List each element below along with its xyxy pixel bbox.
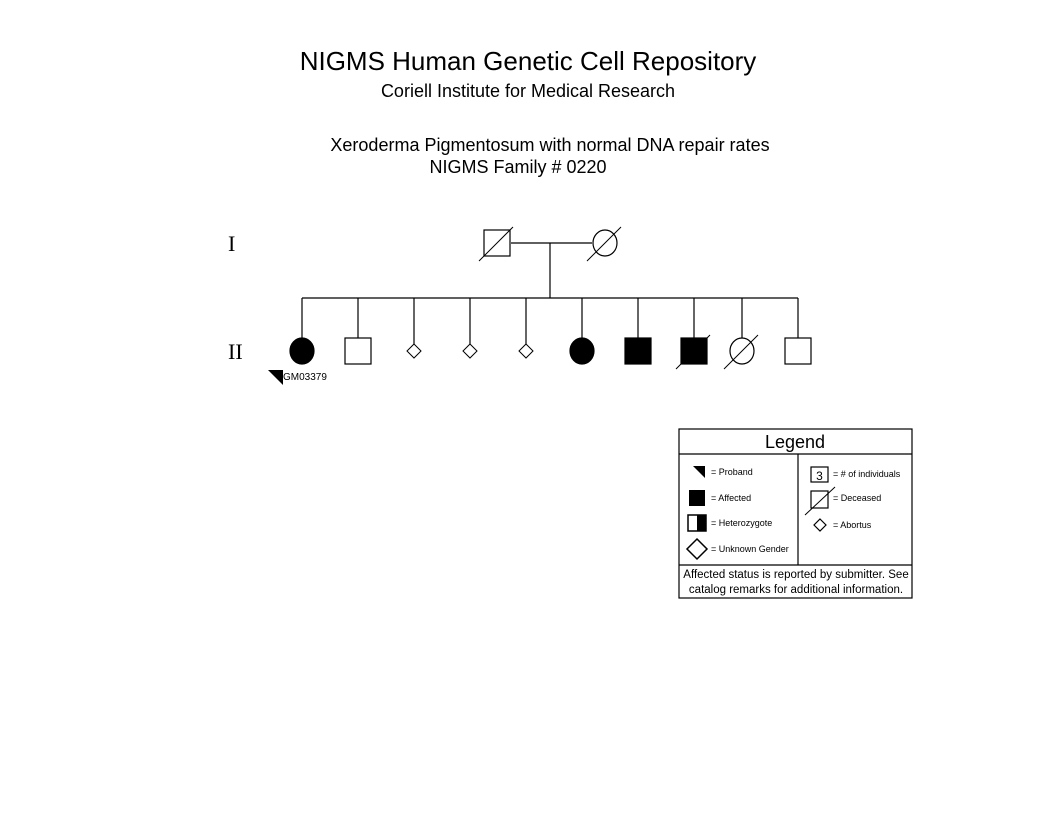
gen-II-individual-9 [723,334,759,370]
legend-deceased: = Deceased [833,493,881,503]
male-symbol [624,337,652,365]
legend-proband: = Proband [711,467,753,477]
gen-II-individual-7 [624,337,652,365]
legend-affected: = Affected [711,493,751,503]
proband-label: GM03379 [283,372,327,383]
legend-heterozygote: = Heterozygote [711,518,772,528]
female-symbol [289,337,315,365]
page-title: NIGMS Human Genetic Cell Repository [299,46,757,76]
legend-count-number: 3 [816,469,823,483]
legend-unknown-gender-icon [685,537,709,561]
gen-I-individual-1 [478,226,514,262]
legend-note-line2: catalog remarks for additional informati… [689,584,903,596]
abortus-symbol [406,343,422,359]
abortus-symbol [518,343,534,359]
gen-II-individual-6 [569,337,595,365]
female-symbol [569,337,595,365]
gen-II-individual-10 [784,337,812,365]
deceased-slash [586,226,622,262]
abortus-symbol [462,343,478,359]
deceased-slash [804,486,836,516]
pedigree-symbols [289,226,812,370]
proband-arrow-icon [268,370,283,385]
legend-unknown-gender: = Unknown Gender [711,544,789,554]
page-subtitle: Coriell Institute for Medical Research [380,81,676,101]
legend [678,428,913,599]
heterozygote-fill [697,515,706,531]
legend-affected-icon [689,490,705,506]
legend-abortus: = Abortus [833,520,872,530]
male-symbol [344,337,372,365]
gen-II-individual-5 [518,343,534,359]
disease-title: Xeroderma Pigmentosum with normal DNA re… [330,135,770,155]
deceased-slash [478,226,514,262]
gen-I-individual-2 [586,226,622,262]
male-symbol [784,337,812,365]
gen-II-individual-2 [344,337,372,365]
generation-label-I: I [228,231,235,256]
pedigree-lines [301,242,799,344]
generation-label-II: II [228,339,243,364]
deceased-slash [675,334,711,370]
legend-count-icon [810,466,829,483]
gen-II-individual-3 [406,343,422,359]
legend-abortus-icon [813,518,827,532]
legend-count: = # of individuals [833,469,901,479]
gen-II-individual-8 [675,334,711,370]
deceased-slash [723,334,759,370]
legend-deceased-icon [810,490,829,509]
legend-proband-icon [693,466,705,478]
legend-note-line1: Affected status is reported by submitter… [683,569,908,581]
gen-II-individual-1 [289,337,315,365]
legend-title: Legend [765,432,825,452]
family-number: NIGMS Family # 0220 [429,157,607,177]
gen-II-individual-4 [462,343,478,359]
